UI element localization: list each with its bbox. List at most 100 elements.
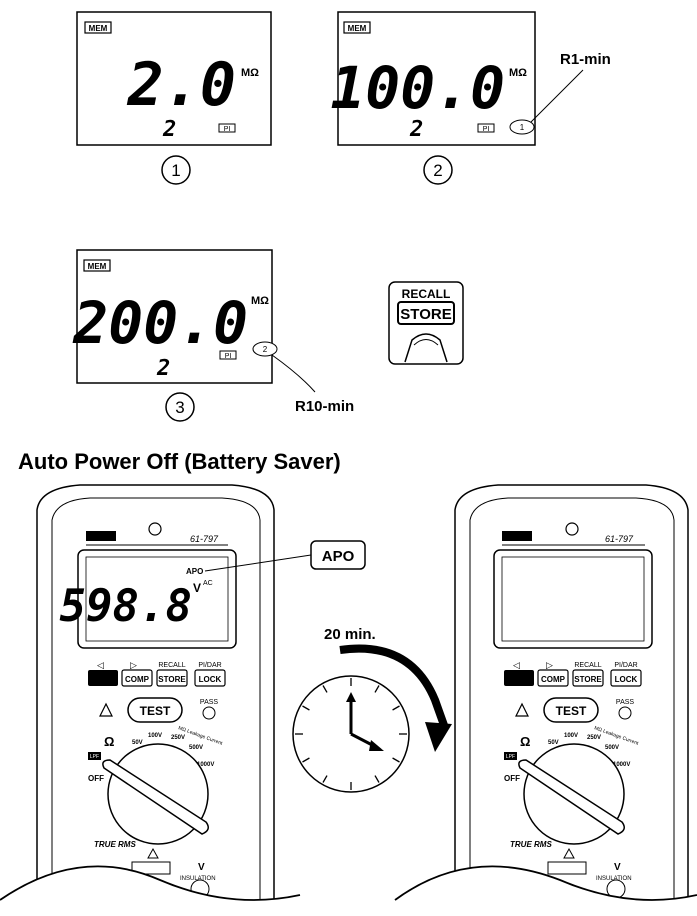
store-button[interactable] (572, 669, 604, 687)
recall-store-button[interactable]: RECALL STORE (388, 281, 464, 365)
test-button[interactable] (543, 697, 599, 723)
lpf-indicator (504, 752, 517, 760)
test-label: TEST (140, 704, 171, 718)
dial-label-50v: 50V (548, 740, 559, 746)
meter-left: 61-797 APO 598.8 V AC APO ◁ ▷ RECALL PI/… (0, 484, 366, 916)
comp-button[interactable] (121, 669, 153, 687)
lpf-indicator (88, 752, 101, 760)
dial-label-500v: 500V (189, 745, 203, 751)
pidar-caption: PI/DAR (198, 662, 221, 669)
true-rms-label: TRUE RMS (510, 840, 552, 849)
lock-button[interactable] (610, 669, 642, 687)
lcd-reading: 2.0 (127, 50, 236, 120)
step-number: 3 (175, 398, 184, 417)
dial-knob[interactable] (102, 759, 209, 835)
ohm-symbol: Ω (520, 734, 530, 749)
memory-slot-marker: 1 (520, 123, 525, 132)
callout-line (271, 354, 316, 393)
lcd-minutes: 2 (156, 356, 170, 381)
pi-indicator: PI (224, 126, 231, 133)
store-label: STORE (400, 306, 451, 323)
backlight-button[interactable] (88, 670, 118, 686)
warning-box (547, 861, 587, 875)
step-number: 2 (433, 161, 442, 180)
comp-button[interactable] (537, 669, 569, 687)
left-arrow-icon: ◁ (97, 660, 104, 670)
store-label: STORE (574, 675, 602, 684)
clock-tick (302, 705, 310, 711)
ohm-symbol: Ω (104, 734, 114, 749)
display-value: 598.8 (60, 581, 192, 632)
apo-callout-box (310, 540, 366, 570)
clock-tick (392, 705, 400, 711)
clock-tick (374, 775, 380, 783)
right-arrow-icon: ▷ (130, 660, 137, 670)
display-ac: AC (203, 580, 213, 587)
lock-button[interactable] (194, 669, 226, 687)
mem-indicator: MEM (89, 24, 108, 33)
dial-knob[interactable] (518, 759, 625, 835)
callout-line (530, 69, 584, 123)
display-unit: V (193, 581, 201, 595)
clock-tick (374, 685, 380, 693)
model-number: 61-797 (605, 534, 634, 544)
dial-label-1000v: 1000V (613, 762, 630, 768)
warning-icon (147, 847, 159, 859)
test-label: TEST (556, 704, 587, 718)
step-circle (161, 155, 191, 185)
right-arrow-icon: ▷ (546, 660, 553, 670)
screw-hole (148, 522, 162, 536)
dial-label-100v: 100V (564, 733, 578, 739)
clock-tick (322, 685, 328, 693)
dial-label-100v: 100V (148, 733, 162, 739)
warning-icon (515, 702, 529, 717)
dial-label-500v: 500V (605, 745, 619, 751)
lpf-label: LPF (90, 754, 99, 760)
insulation-label: INSULATION (596, 876, 632, 882)
step-circle (423, 155, 453, 185)
store-button[interactable] (156, 669, 188, 687)
insulation-label: INSULATION (180, 876, 216, 882)
clock-tick (322, 775, 328, 783)
pass-label: PASS (200, 699, 218, 706)
timer-label: 20 min. (324, 626, 376, 643)
timer-clock: 20 min. (292, 626, 452, 793)
step-circle (165, 392, 195, 422)
pi-indicator: PI (483, 126, 490, 133)
warning-icon (99, 702, 113, 717)
lock-label: LOCK (199, 675, 222, 684)
pi-indicator: PI (225, 353, 232, 360)
comp-label: COMP (125, 675, 150, 684)
lcd-minutes: 2 (162, 117, 176, 142)
recall-label: RECALL (402, 287, 451, 301)
apo-indicator: APO (186, 567, 203, 576)
lcd-reading: 200.0 (72, 289, 248, 357)
lcd-minutes: 2 (409, 117, 423, 142)
cutaway-edge (394, 865, 697, 901)
memory-slot-marker: 2 (263, 345, 268, 354)
pass-led (202, 706, 216, 720)
pass-led (618, 706, 632, 720)
section-title: Auto Power Off (Battery Saver) (18, 449, 341, 474)
lcd-unit: MΩ (509, 67, 527, 79)
comp-label: COMP (541, 675, 566, 684)
lcd-unit: MΩ (241, 67, 259, 79)
test-button[interactable] (127, 697, 183, 723)
cutaway-edge (0, 865, 301, 901)
callout-r1-min: R1-min (560, 51, 611, 68)
screw-hole (565, 522, 579, 536)
backlight-button[interactable] (504, 670, 534, 686)
apo-callout-label: APO (322, 548, 355, 565)
mem-indicator: MEM (348, 24, 367, 33)
pass-label: PASS (616, 699, 634, 706)
clock-tick (392, 757, 400, 763)
clock-tick (302, 757, 310, 763)
lcd-panel-2: MEM 100.0 MΩ 2 PI 1 R1-min 2 (330, 11, 611, 185)
lock-label: LOCK (615, 675, 638, 684)
finger-icon (404, 333, 448, 363)
recall-caption: RECALL (158, 662, 185, 669)
warning-box (131, 861, 171, 875)
dial-label-250v: 250V (587, 735, 601, 741)
true-rms-label: TRUE RMS (94, 840, 136, 849)
model-number: 61-797 (190, 534, 219, 544)
